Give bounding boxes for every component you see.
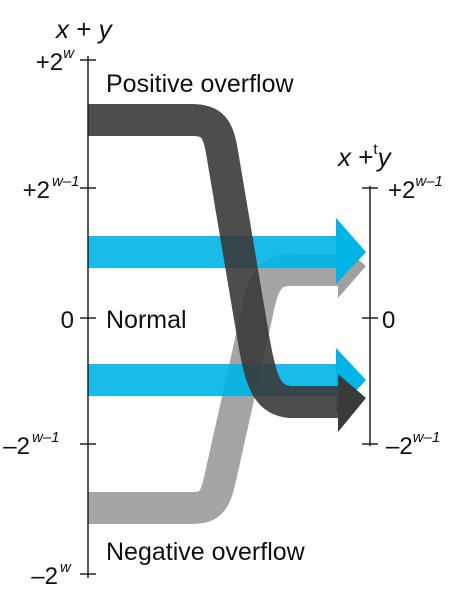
left-tick-label-lower: –2 [3,433,30,460]
right-axis [362,186,378,446]
normal-label: Normal [106,306,187,334]
left-tick-label-upper: +2 [23,177,50,204]
positive-overflow-band [88,104,366,432]
right-tick-label-top: +2w–1 [388,173,443,204]
left-tick-label-top: +2w [36,45,75,76]
left-tick-label-zero: 0 [61,307,74,334]
left-tick-exp-lower: w–1 [32,429,60,446]
right-tick-label-zero: 0 [382,307,395,334]
left-tick-exp-bottom: w [60,559,72,576]
positive-overflow-label: Positive overflow [106,70,295,98]
left-tick-label-bottom: –2 [31,563,58,590]
negative-overflow-label: Negative overflow [106,538,306,566]
right-tick-label-bottom: –2w–1 [386,429,440,460]
right-axis-title: x +ty [336,141,393,172]
left-tick-exp-upper: w–1 [52,173,80,190]
normal-band-upper [88,218,366,284]
left-axis-title: x + y [54,14,114,44]
left-axis [80,56,96,578]
